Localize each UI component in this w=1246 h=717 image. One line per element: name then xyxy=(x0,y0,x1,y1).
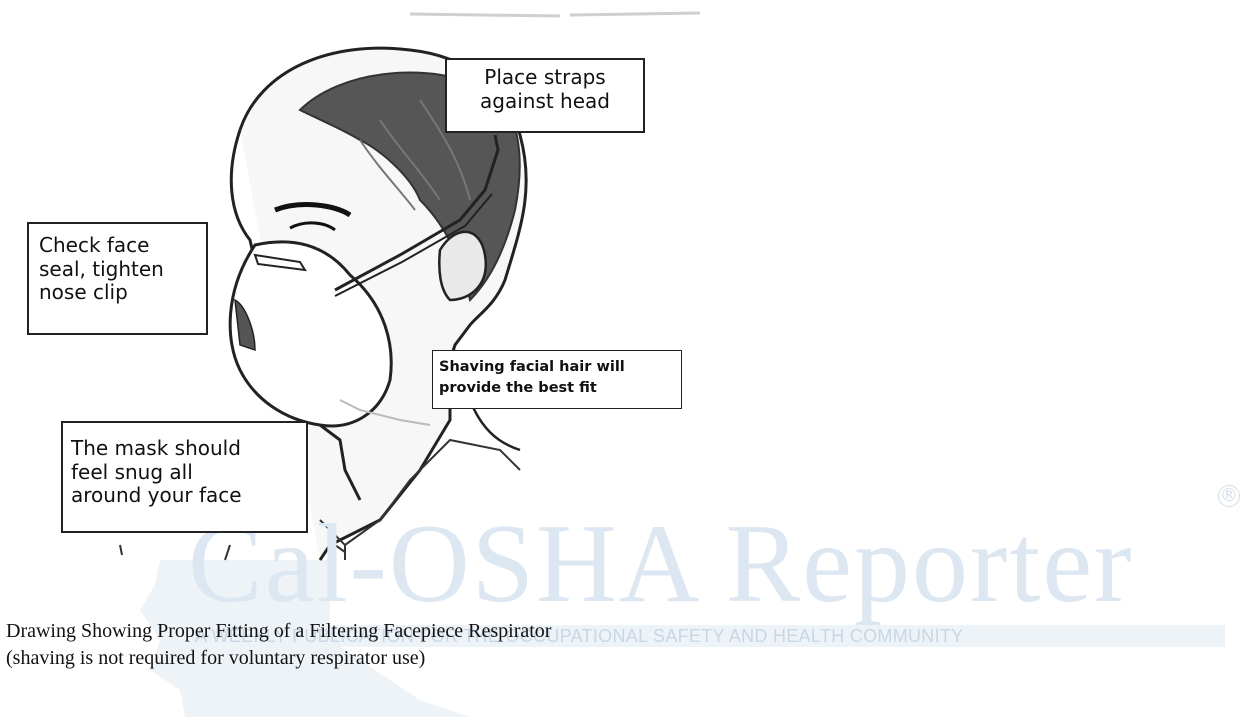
callout-shaving: Shaving facial hair will provide the bes… xyxy=(432,350,682,409)
callout-snug-line3: around your face xyxy=(71,484,306,508)
callout-shaving-line2: provide the best fit xyxy=(439,378,681,399)
callout-face-seal: Check face seal, tighten nose clip xyxy=(27,222,208,335)
callout-seal-line3: nose clip xyxy=(39,281,206,305)
caption-line1: Drawing Showing Proper Fitting of a Filt… xyxy=(6,618,551,645)
callout-shaving-line1: Shaving facial hair will xyxy=(439,357,681,378)
callout-snug-line2: feel snug all xyxy=(71,461,306,485)
callout-straps-line2: against head xyxy=(447,90,643,114)
figure-caption: Drawing Showing Proper Fitting of a Filt… xyxy=(6,618,551,672)
callout-straps: Place straps against head xyxy=(445,58,645,133)
caption-line2: (shaving is not required for voluntary r… xyxy=(6,645,551,672)
watermark-title: Cal-OSHA Reporter xyxy=(188,508,1133,620)
top-smudge-icon xyxy=(410,13,700,16)
callout-snug: The mask should feel snug all around you… xyxy=(61,421,308,533)
callout-straps-line1: Place straps xyxy=(447,66,643,90)
callout-seal-line2: seal, tighten xyxy=(39,258,206,282)
watermark-registered-mark: ® xyxy=(1218,485,1240,507)
callout-seal-line1: Check face xyxy=(39,234,206,258)
callout-snug-line1: The mask should xyxy=(71,437,306,461)
